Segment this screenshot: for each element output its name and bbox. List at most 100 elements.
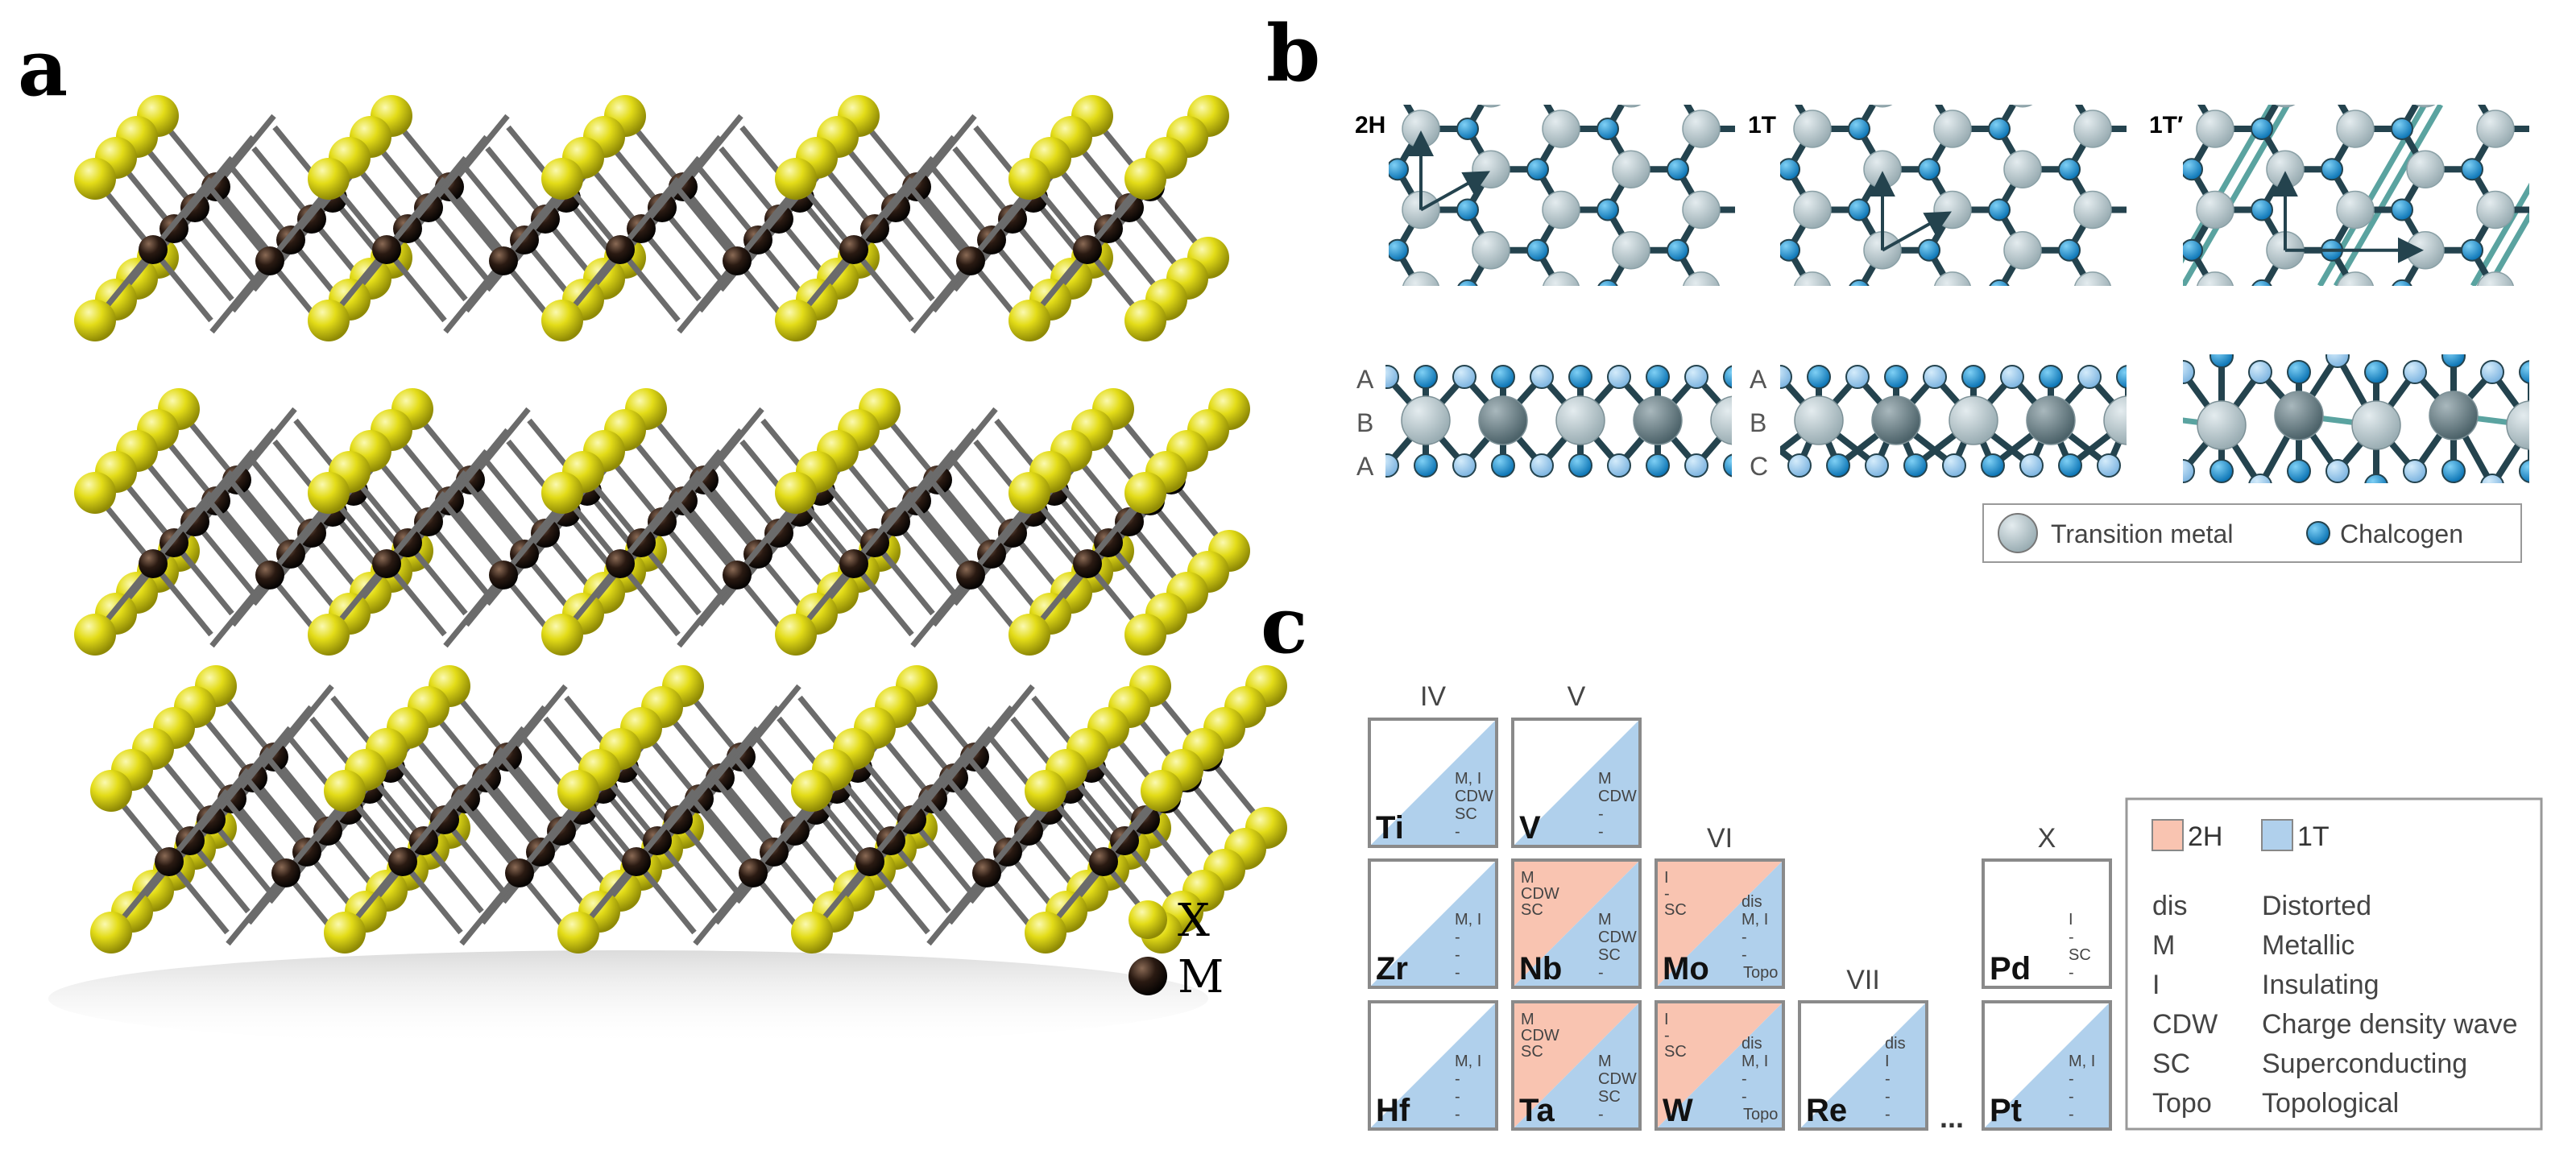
- chalcogen-atom: [2269, 38, 2290, 59]
- bond: [151, 561, 213, 637]
- bond: [271, 755, 334, 830]
- chalcogen-atom: [2097, 453, 2121, 478]
- chalcogen-atom: [1723, 365, 1732, 389]
- bond: [951, 776, 1014, 851]
- 1t-property: CDW: [1598, 929, 1637, 946]
- chalcogen-atom: [1387, 0, 1408, 18]
- chalcogen-atom: [1779, 482, 1799, 503]
- bond: [267, 758, 330, 834]
- m-atom: [739, 858, 768, 887]
- bond: [1748, 533, 1771, 573]
- transition-metal-swatch: [1998, 513, 2038, 553]
- bond: [2192, 0, 2215, 7]
- metal-atom: [1893, 70, 1930, 107]
- bond: [209, 747, 271, 822]
- bond: [1789, 493, 1812, 533]
- bond: [213, 428, 276, 503]
- chalcogen-atom: [2532, 118, 2553, 139]
- tile-1t-region: [1983, 1002, 2110, 1129]
- chalcogen-atom: [2199, 0, 2220, 18]
- bond: [2332, 0, 2355, 7]
- legend-abbreviation: I: [2152, 970, 2160, 1000]
- 1t-property: M, I: [1741, 1053, 1768, 1070]
- chalcogen-atom: [2532, 38, 2553, 59]
- bond: [1608, 412, 1631, 453]
- legend-abbreviation: dis: [2152, 891, 2187, 921]
- chalcogen-atom: [2321, 78, 2342, 99]
- metal-atom: [2012, 105, 2033, 108]
- chalcogen-atom: [2181, 321, 2202, 341]
- chalcogen-atom: [2129, 442, 2150, 463]
- bond: [2472, 7, 2495, 48]
- metal-atom: [2127, 394, 2164, 431]
- chalcogen-atom: [1845, 365, 1870, 389]
- 1t-property: -: [1741, 946, 1747, 964]
- bond: [2139, 331, 2163, 371]
- 1t-property: dis: [1741, 1035, 1762, 1053]
- bond: [751, 800, 814, 875]
- chalcogen-atom: [2133, 361, 2156, 383]
- bond: [1929, 48, 1953, 89]
- metal-atom: [2547, 556, 2576, 593]
- bond: [618, 561, 681, 637]
- bond: [1999, 291, 2023, 331]
- metal-atom: [1794, 395, 1844, 445]
- phase-label-2h: 2H: [1355, 112, 1385, 139]
- chalcogen-atom: [1530, 453, 1554, 478]
- 1t-property: SC: [2069, 946, 2091, 964]
- chalcogen-atom: [2251, 38, 2272, 59]
- 1t-property: -: [1598, 805, 1604, 823]
- bond: [151, 490, 213, 566]
- bond: [468, 407, 531, 482]
- x-atom-swatch: [1129, 900, 1167, 939]
- metal-atom: [1472, 0, 1510, 26]
- bond: [251, 460, 314, 536]
- x-atom: [90, 912, 132, 954]
- bond: [384, 561, 447, 637]
- m-atom: [489, 246, 518, 275]
- bond: [2122, 7, 2145, 48]
- chalcogen-atom: [2129, 442, 2150, 463]
- bond: [2542, 331, 2566, 371]
- chalcogen-atom: [2480, 474, 2504, 483]
- chalcogen-atom: [2287, 459, 2311, 483]
- bond: [2052, 0, 2075, 7]
- 2h-property: SC: [1664, 901, 1687, 919]
- tile-1t-region: [1799, 1002, 1927, 1129]
- tile-1t-region: [1656, 1002, 1783, 1129]
- metal-atom: [1794, 515, 1831, 552]
- bond: [426, 519, 489, 595]
- chalcogen-atom: [2403, 459, 2427, 483]
- bond: [1789, 7, 1812, 48]
- bond: [697, 726, 760, 801]
- metal-atom: [2351, 400, 2401, 450]
- bond: [1888, 7, 1911, 48]
- metal-atom: [1332, 70, 1369, 107]
- bond: [1608, 0, 1631, 7]
- chalcogen-atom: [1849, 523, 1870, 544]
- bond: [2280, 574, 2303, 614]
- bond: [2542, 574, 2566, 614]
- metal-atom: [1613, 556, 1650, 593]
- bond: [1748, 48, 1771, 89]
- metal-atom: [2073, 110, 2112, 148]
- chalcogen-label: Chalcogen: [2340, 519, 2463, 548]
- top-view-1t-prime: [2052, 0, 2576, 614]
- bond: [1929, 0, 1953, 7]
- bond: [2122, 250, 2145, 291]
- chalcogen-atom: [1457, 279, 1478, 286]
- metal-atom: [1332, 0, 1369, 26]
- bond: [2069, 291, 2093, 331]
- tile-background: [1983, 860, 2110, 987]
- bond: [2192, 331, 2215, 371]
- distortion-bond: [2486, 210, 2529, 286]
- bond: [1398, 331, 1421, 371]
- metal-atom: [1555, 395, 1605, 445]
- bond: [2402, 48, 2425, 89]
- 1t-property: CDW: [1598, 1070, 1637, 1088]
- metal-atom: [1793, 110, 1832, 148]
- chalcogen-atom: [2462, 321, 2483, 341]
- stacking-label: B: [1750, 408, 1766, 437]
- 2h-property: -: [1664, 885, 1670, 903]
